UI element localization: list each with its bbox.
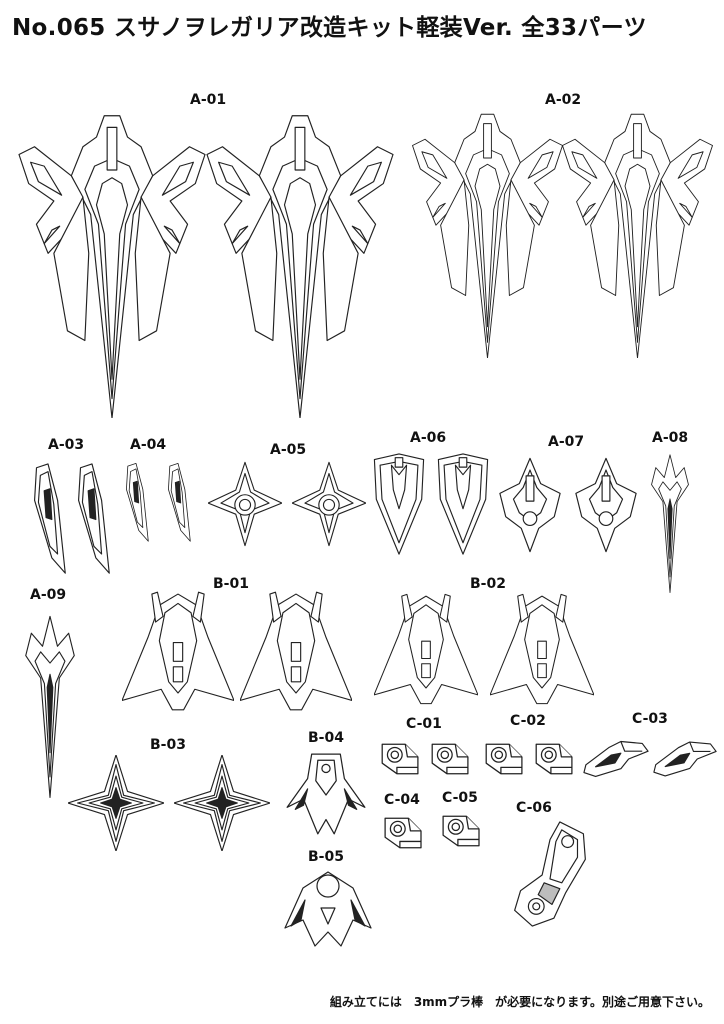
part-a07-right xyxy=(572,456,640,554)
part-c01-left xyxy=(378,740,420,778)
footer-note: 組み立てには 3mmプラ棒 が必要になります。別途ご用意下さい。 xyxy=(329,995,710,1009)
label-b02: B-02 xyxy=(470,576,506,592)
label-a01: A-01 xyxy=(190,92,227,108)
part-b05 xyxy=(282,868,374,948)
label-c03: C-03 xyxy=(632,711,668,727)
label-a05: A-05 xyxy=(270,442,307,458)
label-a09: A-09 xyxy=(30,587,67,603)
page-title: No.065 スサノヲレガリア改造キット軽装Ver. 全33パーツ xyxy=(12,15,647,41)
label-b04: B-04 xyxy=(308,730,344,746)
part-a04-right xyxy=(160,462,196,544)
label-a07: A-07 xyxy=(548,434,585,450)
part-a03-left xyxy=(28,462,68,577)
part-a02-right xyxy=(555,108,720,358)
part-c02-left xyxy=(482,740,524,778)
part-a01-right xyxy=(200,108,400,418)
part-c05 xyxy=(438,812,482,850)
part-c03-right xyxy=(652,738,718,780)
part-a01-left xyxy=(12,108,212,418)
label-a08: A-08 xyxy=(652,430,689,446)
label-c05: C-05 xyxy=(442,790,478,806)
part-a06-left xyxy=(370,452,428,556)
part-b03-left xyxy=(68,755,164,851)
label-a06: A-06 xyxy=(410,430,447,446)
part-a04-left xyxy=(118,462,154,544)
part-a05-right xyxy=(292,460,366,548)
label-b03: B-03 xyxy=(150,737,186,753)
part-a05-left xyxy=(208,460,282,548)
part-b04 xyxy=(284,748,368,840)
part-c03-left xyxy=(582,738,650,780)
part-a06-right xyxy=(434,452,492,556)
part-b02-left xyxy=(374,590,478,708)
part-a02-left xyxy=(405,108,570,358)
part-c02-right xyxy=(532,740,574,778)
label-a02: A-02 xyxy=(545,92,582,108)
part-a07-left xyxy=(496,456,564,554)
part-a08 xyxy=(646,452,694,594)
part-b03-right xyxy=(174,755,270,851)
label-c06: C-06 xyxy=(516,800,552,816)
part-c01-right xyxy=(428,740,470,778)
part-b01-right xyxy=(240,590,352,712)
label-b05: B-05 xyxy=(308,849,344,865)
label-c02: C-02 xyxy=(510,713,546,729)
label-a03: A-03 xyxy=(48,437,85,453)
part-c06 xyxy=(508,820,592,928)
label-a04: A-04 xyxy=(130,437,167,453)
part-a03-right xyxy=(72,462,112,577)
label-c01: C-01 xyxy=(406,716,442,732)
part-b02-right xyxy=(490,590,594,708)
label-c04: C-04 xyxy=(384,792,420,808)
part-b01-left xyxy=(122,590,234,712)
part-c04 xyxy=(380,814,424,852)
label-b01: B-01 xyxy=(213,576,249,592)
